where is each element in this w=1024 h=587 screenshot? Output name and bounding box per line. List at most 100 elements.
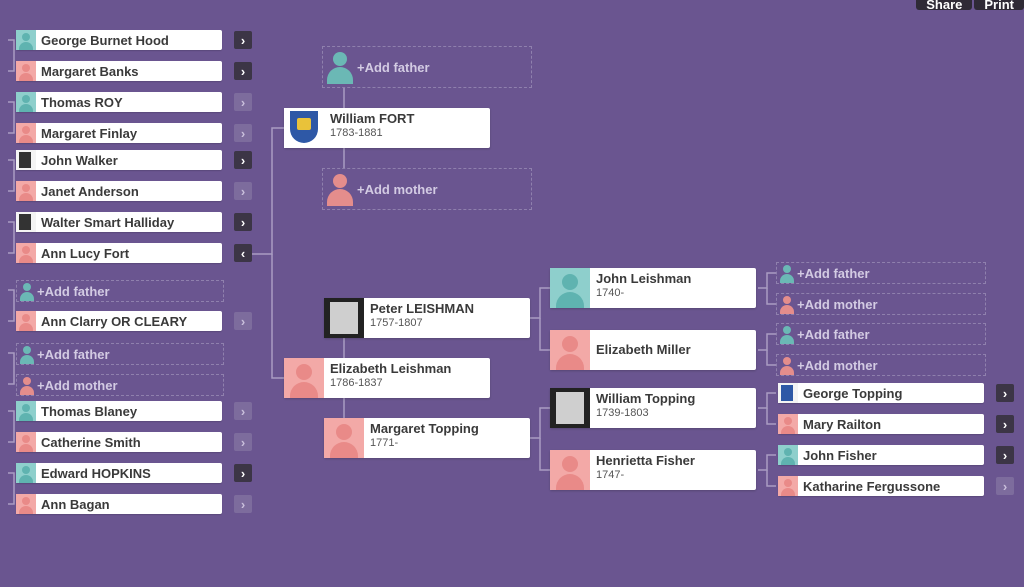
add-mother-card[interactable]: + Add mother [322, 168, 532, 210]
person-pill-john-fisher[interactable]: John Fisher [778, 445, 984, 465]
person-pill-margaret-finlay[interactable]: Margaret Finlay [16, 123, 222, 143]
person-card-william-topping[interactable]: William Topping 1739-1803 [550, 388, 756, 428]
female-silhouette-icon [16, 432, 36, 452]
expand-arrow-button[interactable]: › [996, 384, 1014, 402]
person-pill-thomas-blaney[interactable]: Thomas Blaney [16, 401, 222, 421]
person-pill-catherine-smith[interactable]: Catherine Smith [16, 432, 222, 452]
male-silhouette-icon [777, 324, 797, 344]
plus-icon: + [797, 357, 805, 373]
expand-arrow-button[interactable]: › [234, 312, 252, 330]
add-mother-slot[interactable]: + Add mother [776, 293, 986, 315]
person-pill-ann-clarry[interactable]: Ann Clarry OR CLEARY [16, 311, 222, 331]
person-dates: 1739-1803 [596, 407, 649, 419]
plus-icon: + [37, 377, 45, 393]
add-mother-label: Add mother [364, 181, 438, 197]
photo-thumbnail-icon [324, 298, 364, 338]
add-father-label: Add father [44, 346, 110, 362]
person-pill-george-topping[interactable]: George Topping [778, 383, 984, 403]
female-silhouette-icon [778, 476, 798, 496]
person-name: Ann Clarry OR CLEARY [41, 313, 188, 329]
female-silhouette-icon [16, 123, 36, 143]
add-mother-slot[interactable]: + Add mother [16, 374, 224, 396]
expand-arrow-button[interactable]: › [234, 495, 252, 513]
person-name: Margaret Banks [41, 63, 139, 79]
male-silhouette-icon [17, 344, 37, 364]
plus-icon: + [37, 283, 45, 299]
person-name: John Fisher [803, 447, 877, 463]
add-father-label: Add father [804, 326, 870, 342]
person-dates: 1783-1881 [330, 127, 383, 139]
expand-arrow-button[interactable]: › [234, 402, 252, 420]
female-silhouette-icon [777, 355, 797, 375]
person-dates: 1747- [596, 469, 625, 481]
person-pill-thomas-roy[interactable]: Thomas ROY [16, 92, 222, 112]
print-button[interactable]: Print [974, 0, 1024, 10]
expand-arrow-button[interactable]: › [234, 31, 252, 49]
person-name: Elizabeth Leishman [330, 361, 452, 376]
person-card-henrietta-fisher[interactable]: Henrietta Fisher 1747- [550, 450, 756, 490]
person-pill-ann-bagan[interactable]: Ann Bagan [16, 494, 222, 514]
person-pill-walter-smart-halliday[interactable]: Walter Smart Halliday [16, 212, 222, 232]
photo-thumbnail-icon [16, 150, 36, 170]
male-silhouette-icon [16, 92, 36, 112]
expand-arrow-button[interactable]: › [996, 477, 1014, 495]
expand-arrow-button[interactable]: › [996, 446, 1014, 464]
male-silhouette-icon [16, 401, 36, 421]
collapse-arrow-button[interactable]: ‹ [234, 244, 252, 262]
female-silhouette-icon [284, 358, 324, 398]
person-name: George Topping [803, 385, 903, 401]
expand-arrow-button[interactable]: › [234, 124, 252, 142]
add-father-card[interactable]: + Add father [322, 46, 532, 88]
person-name: Janet Anderson [41, 183, 139, 199]
add-mother-slot[interactable]: + Add mother [776, 354, 986, 376]
add-father-slot[interactable]: + Add father [16, 280, 224, 302]
person-pill-mary-railton[interactable]: Mary Railton [778, 414, 984, 434]
person-name: Ann Bagan [41, 496, 110, 512]
person-pill-janet-anderson[interactable]: Janet Anderson [16, 181, 222, 201]
add-father-label: Add father [804, 265, 870, 281]
add-father-slot[interactable]: + Add father [776, 262, 986, 284]
female-silhouette-icon [550, 450, 590, 490]
person-name: John Leishman [596, 271, 692, 286]
female-silhouette-icon [324, 418, 364, 458]
person-name: George Burnet Hood [41, 32, 169, 48]
expand-arrow-button[interactable]: › [234, 182, 252, 200]
share-button[interactable]: Share [916, 0, 973, 10]
person-card-margaret-topping[interactable]: Margaret Topping 1771- [324, 418, 530, 458]
person-card-william-fort[interactable]: William FORT 1783-1881 [284, 108, 490, 148]
add-father-slot[interactable]: + Add father [16, 343, 224, 365]
plus-icon: + [357, 181, 365, 197]
male-silhouette-icon [323, 50, 357, 84]
person-pill-margaret-banks[interactable]: Margaret Banks [16, 61, 222, 81]
expand-arrow-button[interactable]: › [234, 93, 252, 111]
person-pill-john-walker[interactable]: John Walker [16, 150, 222, 170]
coat-of-arms-icon [284, 108, 324, 148]
person-name: William FORT [330, 111, 415, 126]
person-pill-ann-lucy-fort[interactable]: Ann Lucy Fort [16, 243, 222, 263]
expand-arrow-button[interactable]: › [234, 433, 252, 451]
person-pill-george-burnet-hood[interactable]: George Burnet Hood [16, 30, 222, 50]
person-name: Margaret Finlay [41, 125, 138, 141]
female-silhouette-icon [16, 181, 36, 201]
plus-icon: + [797, 296, 805, 312]
male-silhouette-icon [777, 263, 797, 283]
person-name: Margaret Topping [370, 421, 479, 436]
person-card-peter-leishman[interactable]: Peter LEISHMAN 1757-1807 [324, 298, 530, 338]
person-pill-katharine-fergussone[interactable]: Katharine Fergussone [778, 476, 984, 496]
add-father-slot[interactable]: + Add father [776, 323, 986, 345]
person-card-elizabeth-miller[interactable]: Elizabeth Miller [550, 330, 756, 370]
expand-arrow-button[interactable]: › [234, 151, 252, 169]
expand-arrow-button[interactable]: › [234, 464, 252, 482]
add-mother-label: Add mother [804, 296, 878, 312]
plus-icon: + [37, 346, 45, 362]
person-pill-edward-hopkins[interactable]: Edward HOPKINS [16, 463, 222, 483]
expand-arrow-button[interactable]: › [996, 415, 1014, 433]
person-card-john-leishman[interactable]: John Leishman 1740- [550, 268, 756, 308]
expand-arrow-button[interactable]: › [234, 213, 252, 231]
plus-icon: + [797, 265, 805, 281]
person-card-elizabeth-leishman[interactable]: Elizabeth Leishman 1786-1837 [284, 358, 490, 398]
person-name: Thomas Blaney [41, 403, 138, 419]
person-dates: 1771- [370, 437, 399, 449]
expand-arrow-button[interactable]: › [234, 62, 252, 80]
